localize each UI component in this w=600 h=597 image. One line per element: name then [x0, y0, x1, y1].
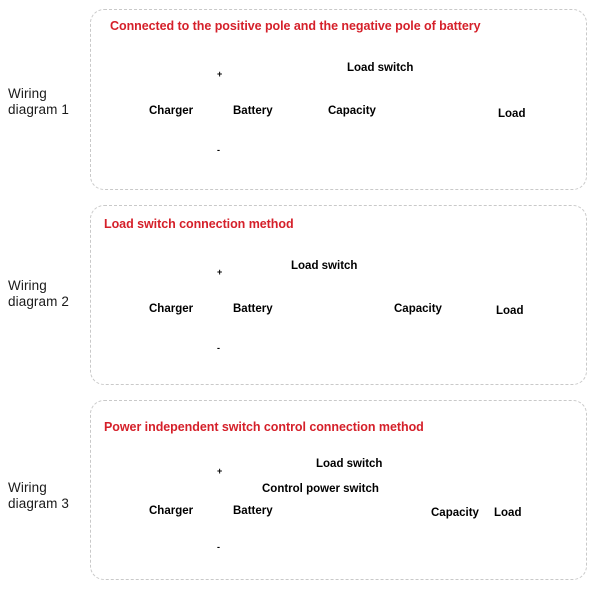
diagram-1-battery-plus: +	[217, 69, 223, 79]
diagram-3-battery-plus: +	[217, 466, 223, 476]
diagram-1-charger-label: Charger	[149, 105, 194, 117]
diagram-3-load-switch-label: Load switch	[316, 458, 383, 470]
diagram-3-panel	[90, 400, 587, 580]
diagram-2-side-label: Wiring diagram 2	[8, 278, 69, 309]
diagram-2-battery-label: Battery	[233, 303, 273, 315]
diagram-3-battery-label: Battery	[233, 505, 273, 517]
diagram-2-load-switch-label: Load switch	[291, 260, 358, 272]
diagram-1-load-switch-label: Load switch	[347, 62, 414, 74]
diagram-2-capacity-label: Capacity	[394, 303, 442, 315]
diagram-2-battery-plus: +	[217, 267, 223, 277]
diagram-3-load-label: Load	[494, 507, 522, 519]
diagram-1-panel	[90, 9, 587, 190]
diagram-3-capacity-label: Capacity	[431, 507, 479, 519]
diagram-1-side-label: Wiring diagram 1	[8, 86, 69, 117]
diagram-2-panel	[90, 205, 587, 385]
diagram-2-charger-label: Charger	[149, 303, 194, 315]
diagram-3-side-label: Wiring diagram 3	[8, 480, 69, 511]
diagram-2-title: Load switch connection method	[104, 217, 294, 231]
diagram-3-title: Power independent switch control connect…	[104, 420, 424, 434]
diagram-1-battery-label: Battery	[233, 105, 273, 117]
diagram-2-battery-minus: -	[217, 343, 220, 353]
diagram-1-capacity-label: Capacity	[328, 105, 376, 117]
diagram-2-load-label: Load	[496, 305, 524, 317]
diagram-3-control-power-switch-label: Control power switch	[262, 483, 379, 495]
diagram-1-load-label: Load	[498, 108, 526, 120]
diagram-3-battery-minus: -	[217, 542, 220, 552]
diagram-1-title: Connected to the positive pole and the n…	[110, 19, 481, 33]
diagram-3-charger-label: Charger	[149, 505, 194, 517]
diagram-1-battery-minus: -	[217, 145, 220, 155]
